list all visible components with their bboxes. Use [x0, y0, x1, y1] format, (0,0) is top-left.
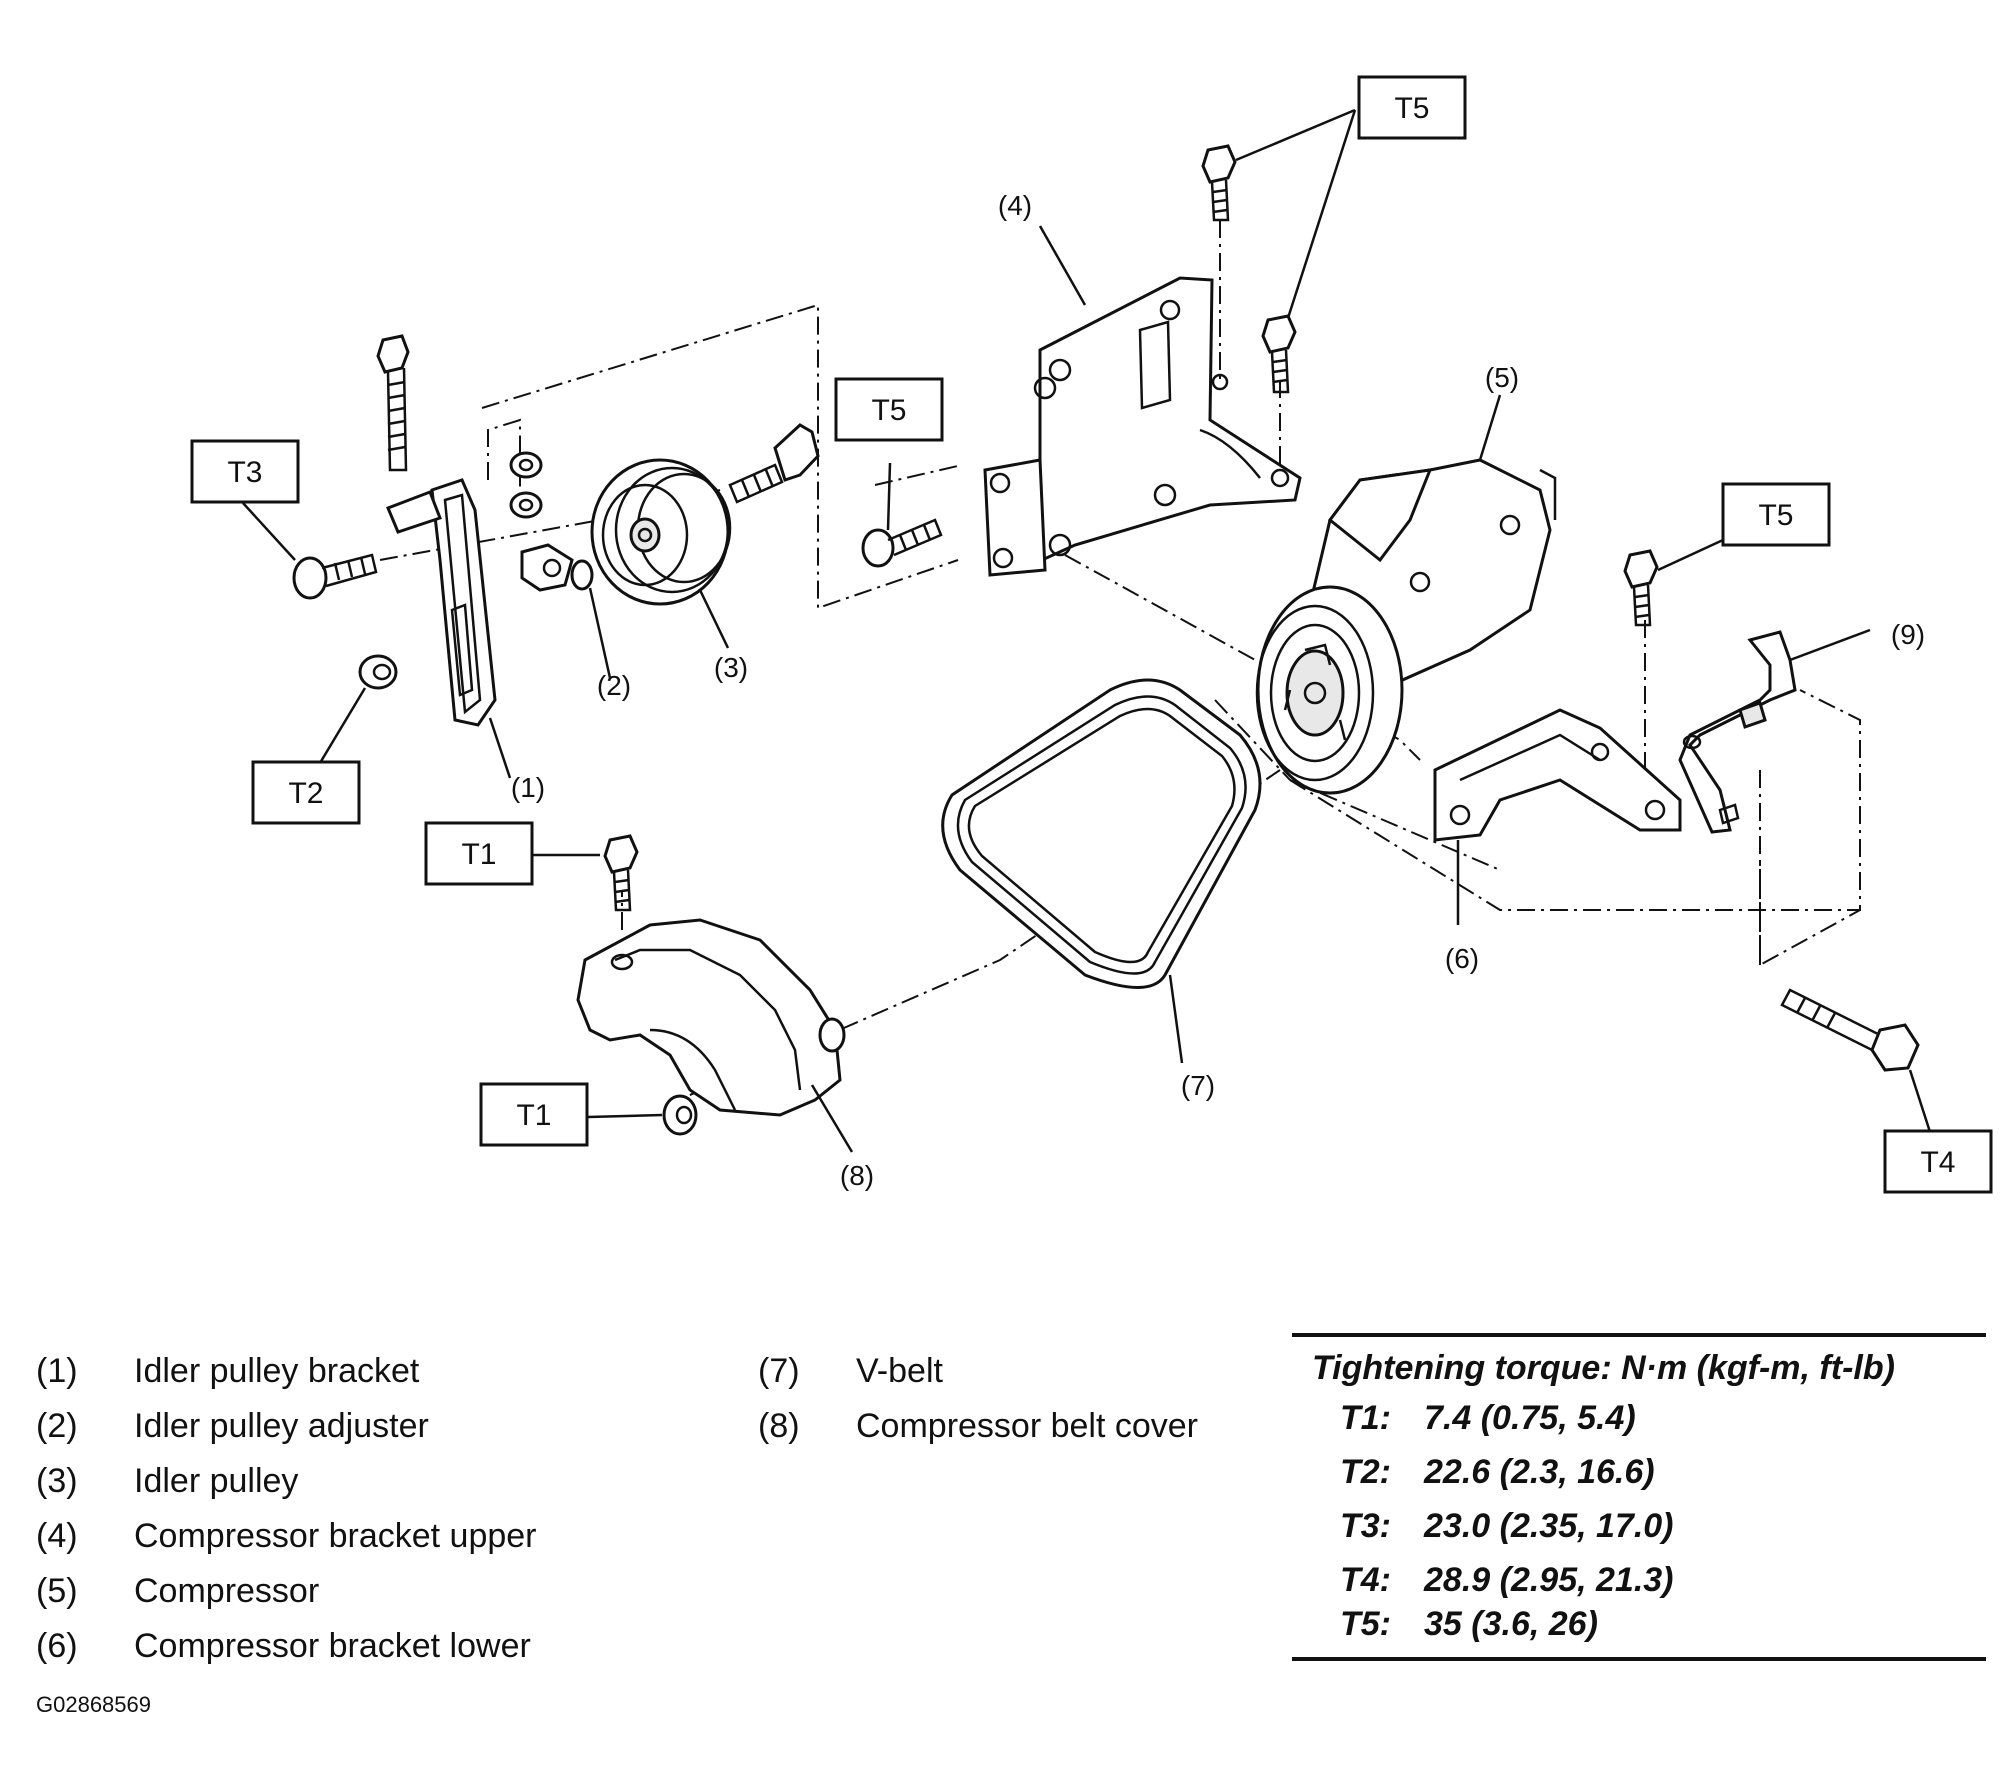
- legend-label: Idler pulley bracket: [134, 1352, 420, 1390]
- torque-value: 7.4 (0.75, 5.4): [1424, 1399, 1636, 1437]
- legend-label: Compressor bracket lower: [134, 1627, 531, 1665]
- legend-number: (5): [36, 1572, 78, 1610]
- legend-number: (3): [36, 1462, 78, 1500]
- legend-label: Compressor bracket upper: [134, 1517, 537, 1555]
- legend-label: V-belt: [856, 1352, 943, 1390]
- tag-t4: T4: [1883, 1129, 1993, 1194]
- pulley-bolt: [728, 423, 820, 504]
- torque-key: T3:: [1340, 1507, 1391, 1545]
- t4-bolt: [1780, 988, 1920, 1072]
- torque-key: T4:: [1340, 1561, 1391, 1599]
- compressor-bracket-lower: [1433, 708, 1682, 842]
- callout-8: (8): [840, 1160, 874, 1191]
- torque-key: T2:: [1340, 1453, 1391, 1491]
- callout-2: (2): [597, 670, 631, 701]
- tag-t5-top-text: T5: [1394, 92, 1429, 125]
- legend-number: (1): [36, 1352, 78, 1390]
- t2-nut: [358, 654, 398, 690]
- torque-value: 23.0 (2.35, 17.0): [1424, 1507, 1674, 1545]
- tag-t5-right-text: T5: [1758, 499, 1793, 532]
- tag-t3-text: T3: [227, 456, 262, 489]
- t5-top-bolts: [1201, 144, 1297, 394]
- tag-t5-left: T5: [834, 377, 944, 442]
- t1-bolt: [603, 834, 639, 912]
- callout-9: (9): [1891, 619, 1925, 650]
- compressor: [1255, 458, 1557, 795]
- torque-value: 28.9 (2.95, 21.3): [1424, 1561, 1674, 1599]
- leader-lines: [242, 108, 1932, 1153]
- legend-number: (7): [758, 1352, 800, 1390]
- tag-t2-text: T2: [288, 777, 323, 810]
- legend-label: Idler pulley adjuster: [134, 1407, 429, 1445]
- tag-t3: T3: [190, 439, 300, 504]
- torque-row: T1: 7.4 (0.75, 5.4): [1340, 1399, 1636, 1438]
- torque-table-title: Tightening torque: N·m (kgf-m, ft-lb): [1312, 1349, 1895, 1387]
- tag-t4-text: T4: [1920, 1146, 1955, 1179]
- legend-label: Compressor belt cover: [856, 1407, 1199, 1445]
- bracket-top-bolt: [376, 334, 410, 472]
- torque-key: T5:: [1340, 1605, 1391, 1643]
- t5-left-bolt: [861, 518, 943, 568]
- legend-number: (2): [36, 1407, 78, 1445]
- tag-t1-bottom-text: T1: [516, 1099, 551, 1132]
- tag-t1-top: T1: [424, 821, 534, 886]
- idler-pulley: [590, 458, 732, 606]
- legend-number: (8): [758, 1407, 800, 1445]
- tag-t5-left-text: T5: [871, 394, 906, 427]
- tag-t1-top-text: T1: [461, 838, 496, 871]
- legend-label: Idler pulley: [134, 1462, 299, 1500]
- tag-t5-right: T5: [1721, 482, 1831, 547]
- bracket-nuts: [509, 451, 543, 519]
- callout-4: (4): [998, 190, 1032, 221]
- figure-id: G02868569: [36, 1692, 151, 1717]
- tag-t1-bottom: T1: [479, 1082, 589, 1147]
- torque-key: T1:: [1340, 1399, 1391, 1437]
- idler-pulley-bracket: [386, 478, 497, 727]
- callout-5: (5): [1485, 362, 1519, 393]
- callout-6: (6): [1445, 943, 1479, 974]
- legend-number: (6): [36, 1627, 78, 1665]
- parts-legend-left: (1) Idler pulley bracket (2) Idler pulle…: [36, 1352, 656, 1672]
- torque-row: T5: 35 (3.6, 26): [1340, 1605, 1598, 1644]
- legend-number: (4): [36, 1517, 78, 1555]
- torque-row: T4: 28.9 (2.95, 21.3): [1340, 1561, 1674, 1600]
- compressor-belt-cover: [576, 918, 846, 1117]
- torque-row: T2: 22.6 (2.3, 16.6): [1340, 1453, 1655, 1492]
- callout-3: (3): [714, 652, 748, 683]
- callout-1: (1): [511, 772, 545, 803]
- part-9-bracket: [1678, 630, 1797, 834]
- v-belt: [941, 678, 1262, 989]
- torque-value: 22.6 (2.3, 16.6): [1424, 1453, 1655, 1491]
- t1-nut: [662, 1094, 698, 1136]
- legend-label: Compressor: [134, 1572, 320, 1610]
- torque-value: 35 (3.6, 26): [1424, 1605, 1598, 1643]
- torque-table: Tightening torque: N·m (kgf-m, ft-lb) T1…: [1292, 1333, 1986, 1661]
- tag-t5-top: T5: [1357, 75, 1467, 140]
- t3-bolt: [292, 553, 378, 600]
- tag-t2: T2: [251, 760, 361, 825]
- t5-right-bolt: [1623, 549, 1659, 627]
- idler-pulley-adjuster: [520, 543, 594, 592]
- parts-legend-right: (7) V-belt (8) Compressor belt cover: [758, 1352, 1278, 1472]
- callout-7: (7): [1181, 1070, 1215, 1101]
- compressor-bracket-upper: [983, 276, 1302, 577]
- torque-row: T3: 23.0 (2.35, 17.0): [1340, 1507, 1674, 1546]
